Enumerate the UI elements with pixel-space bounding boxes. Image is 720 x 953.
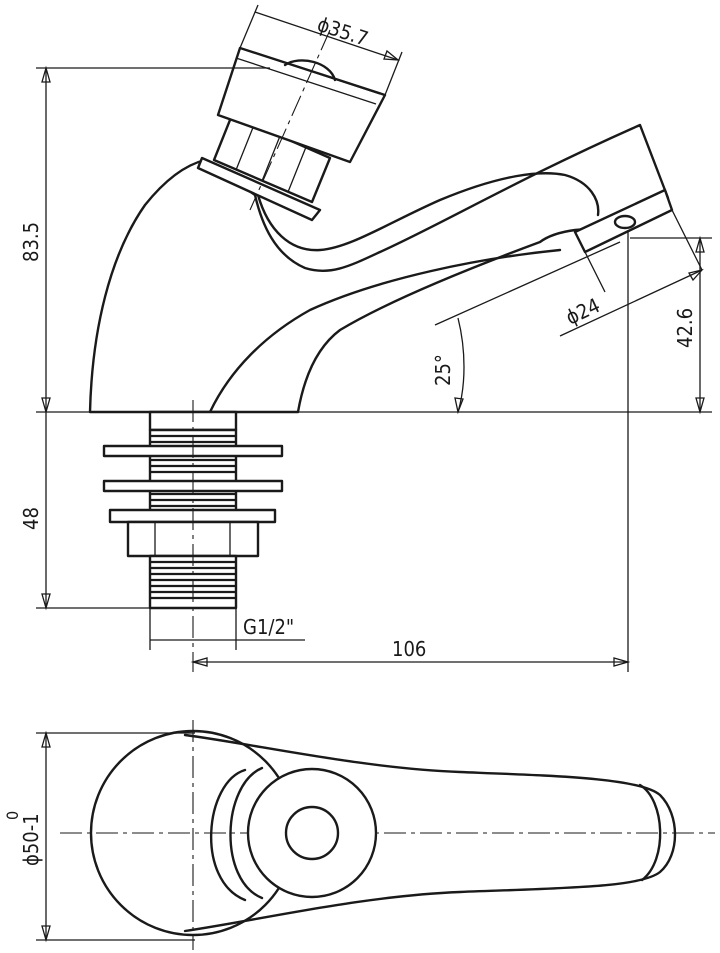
dimension-labels: ϕ35.7 83.5 ϕ24 42.6 25° 48 G1/2" 106 ϕ50… <box>3 12 697 866</box>
faucet-body-inner <box>208 248 562 414</box>
button-center <box>284 805 340 861</box>
dim-spout-height: 42.6 <box>673 308 697 348</box>
dim-spout-outlet: ϕ24 <box>562 293 604 329</box>
dim-spout-angle: 25° <box>431 354 455 386</box>
side-view <box>88 29 674 672</box>
push-button-top[interactable] <box>246 767 378 899</box>
dim-base-diameter: ϕ50-1 <box>19 813 43 866</box>
faucet-body <box>88 123 670 414</box>
dimension-lines <box>36 4 712 672</box>
dim-total-height: 83.5 <box>19 222 43 262</box>
dim-base-tolerance: 0 <box>3 811 22 820</box>
aerator-outlet <box>613 214 637 230</box>
spout-top-outline <box>183 733 677 933</box>
faucet-neck-curve <box>256 172 600 252</box>
dim-thread-size: G1/2" <box>243 615 294 639</box>
top-view <box>36 720 715 950</box>
dim-thread-length: 48 <box>19 507 43 530</box>
dim-spout-reach: 106 <box>392 637 426 661</box>
